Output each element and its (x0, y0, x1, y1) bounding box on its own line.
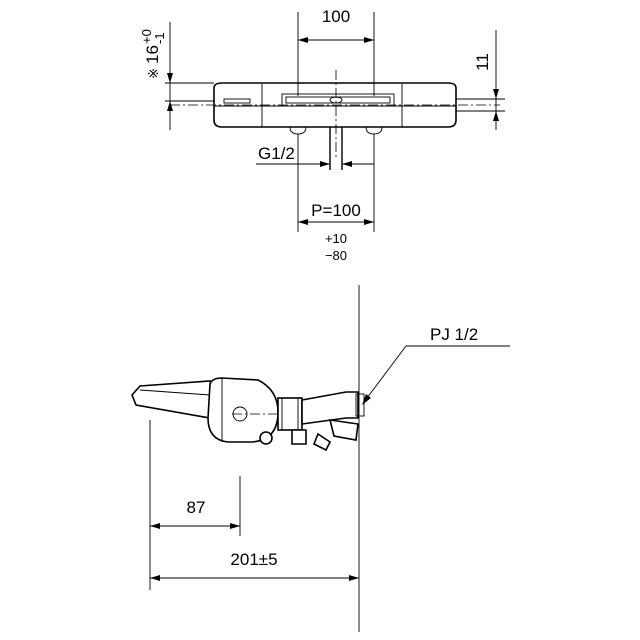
side-view: PJ 1/2 87 201±5 (131, 285, 510, 632)
top-view: 100 ※ 16 +0 -1 11 G1/2 (139, 7, 505, 263)
pitch-label: P=100 (311, 201, 361, 220)
top-width-dimension: 100 (322, 7, 350, 26)
offset-dimension: 11 (473, 53, 492, 71)
height-tolerance-upper: +0 (139, 29, 154, 44)
height-tolerance-lower: -1 (152, 32, 167, 44)
height-mark: ※ (146, 68, 161, 79)
wall-elbow (301, 391, 359, 425)
height-dimension: 16 (143, 45, 162, 64)
pipe-label: PJ 1/2 (430, 325, 478, 344)
shower-outlet (291, 429, 307, 445)
spout (131, 380, 213, 419)
depth-dimension: 87 (187, 498, 206, 517)
top-view-body (213, 82, 457, 135)
pitch-tolerance-upper: +10 (325, 231, 347, 246)
thread-label: G1/2 (258, 144, 295, 163)
pitch-tolerance-lower: −80 (325, 248, 347, 263)
projection-dimension: 201±5 (230, 550, 277, 569)
diverter-knob (259, 431, 273, 445)
